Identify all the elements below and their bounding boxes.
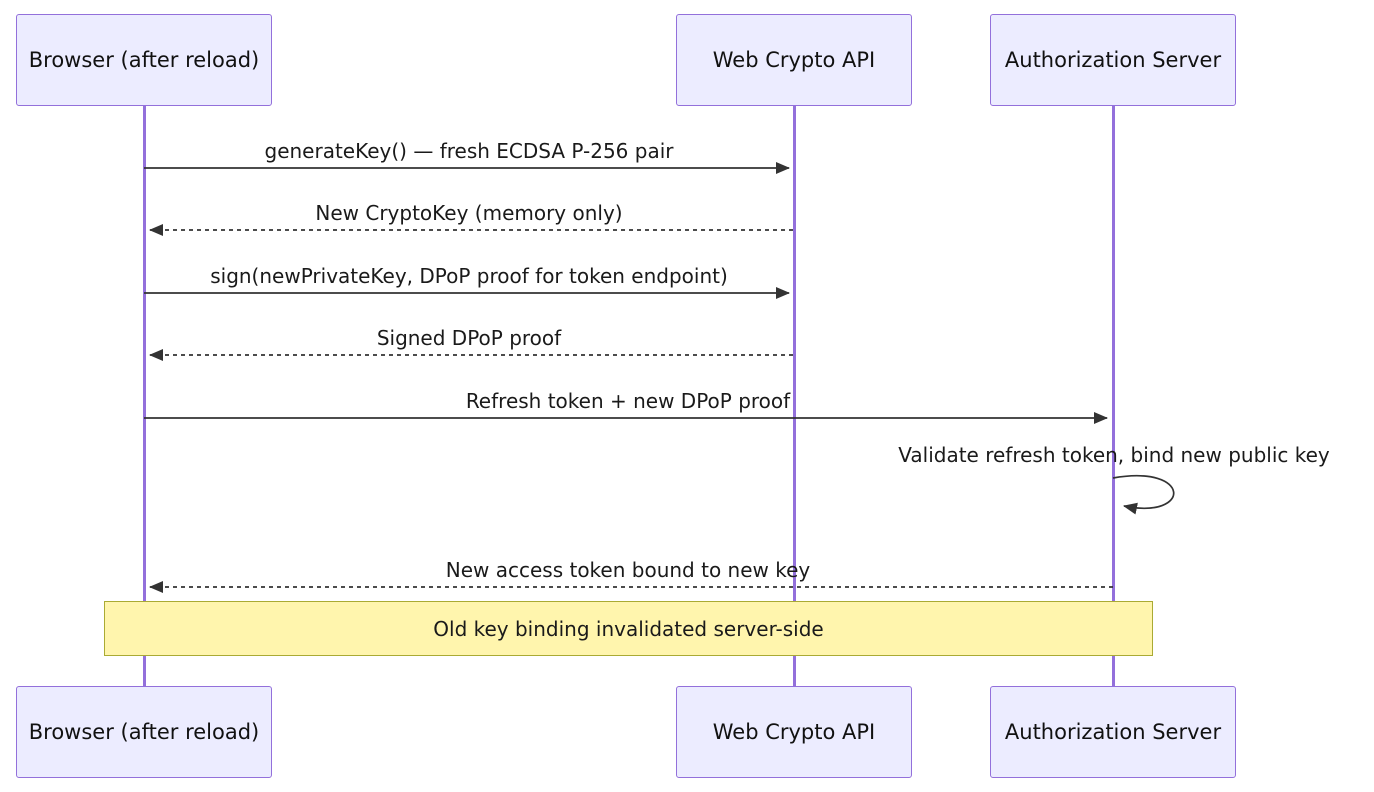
participant-top-browser: Browser (after reload) [16, 14, 272, 106]
participant-label: Browser (after reload) [28, 720, 260, 744]
message-label-new-access-token: New access token bound to new key [445, 558, 811, 582]
participant-label: Web Crypto API [712, 720, 876, 744]
participant-bottom-authorization-server: Authorization Server [990, 686, 1236, 778]
participant-label: Browser (after reload) [28, 48, 260, 72]
arrow-validate-self-loop [1112, 474, 1175, 515]
message-label-generatekey: generateKey() — fresh ECDSA P-256 pair [264, 139, 674, 163]
note-text: Old key binding invalidated server-side [433, 616, 824, 641]
participant-label: Authorization Server [1004, 48, 1222, 72]
lifeline-web-crypto-api [792, 106, 796, 686]
message-label-refresh-token: Refresh token + new DPoP proof [465, 389, 791, 413]
participant-bottom-browser: Browser (after reload) [16, 686, 272, 778]
message-label-sign-dpop: sign(newPrivateKey, DPoP proof for token… [210, 264, 728, 288]
participant-bottom-web-crypto-api: Web Crypto API [676, 686, 912, 778]
participant-top-web-crypto-api: Web Crypto API [676, 14, 912, 106]
lifeline-browser [142, 106, 146, 686]
lifeline-authorization-server [1111, 106, 1115, 686]
participant-label: Authorization Server [1004, 720, 1222, 744]
participant-label: Web Crypto API [712, 48, 876, 72]
message-label-signed-dpop-proof: Signed DPoP proof [376, 326, 562, 350]
note-box: Old key binding invalidated server-side [104, 601, 1153, 656]
message-label-new-cryptokey: New CryptoKey (memory only) [315, 201, 623, 225]
message-label-validate-refresh: Validate refresh token, bind new public … [898, 443, 1330, 467]
participant-top-authorization-server: Authorization Server [990, 14, 1236, 106]
